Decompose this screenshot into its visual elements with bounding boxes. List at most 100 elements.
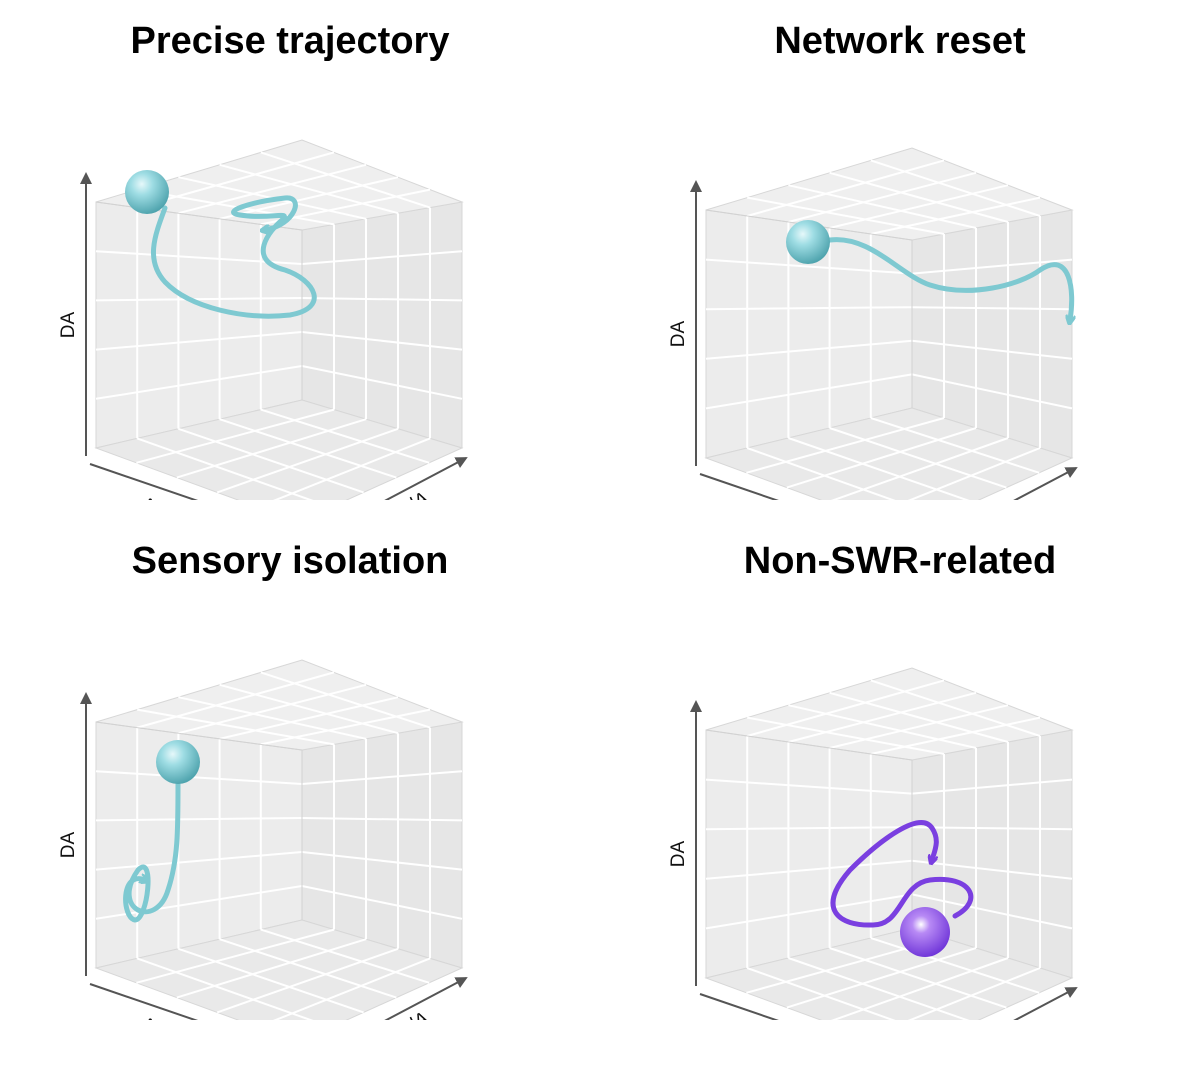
grid-line bbox=[746, 967, 896, 1020]
grid-line bbox=[95, 297, 303, 302]
grid-line bbox=[705, 258, 913, 275]
grid-line bbox=[911, 373, 1073, 410]
grid-line bbox=[788, 691, 977, 743]
grid-line bbox=[95, 365, 303, 400]
z-axis-label: NA bbox=[399, 1008, 432, 1020]
grid-line bbox=[870, 679, 1041, 737]
grid-line bbox=[260, 928, 430, 984]
state-space-cube: DAACh / 5-HTNA bbox=[668, 667, 1078, 1020]
panel-network-reset: Network reset DAACh / 5-HTNA bbox=[640, 20, 1160, 500]
grid-line bbox=[747, 716, 945, 755]
grid-line bbox=[830, 437, 1009, 500]
grid-line bbox=[747, 196, 945, 235]
grid-line bbox=[911, 893, 1073, 930]
grid-line bbox=[219, 163, 399, 215]
grid-line bbox=[829, 184, 1009, 229]
grid-line bbox=[178, 696, 367, 740]
grid-line bbox=[95, 851, 303, 871]
grid-line bbox=[301, 770, 463, 785]
trajectory-path bbox=[150, 195, 317, 319]
grid-line bbox=[137, 708, 335, 746]
grid-line bbox=[176, 938, 367, 999]
x-axis-arrow bbox=[89, 463, 199, 500]
x-axis-arrow bbox=[89, 983, 199, 1020]
grid-line bbox=[911, 859, 1073, 880]
grid-line bbox=[870, 716, 1041, 755]
grid-line bbox=[136, 408, 335, 464]
grid-line bbox=[260, 151, 431, 209]
trajectory-path bbox=[123, 781, 181, 923]
z-axis-arrow bbox=[1013, 467, 1078, 500]
grid-line bbox=[705, 373, 913, 410]
grid-line bbox=[829, 704, 1009, 749]
grid-line bbox=[219, 696, 399, 740]
panel-title: Precise trajectory bbox=[130, 20, 450, 62]
y-axis-label: DA bbox=[58, 311, 79, 338]
grid-line bbox=[219, 418, 397, 479]
y-axis-label: DA bbox=[668, 840, 689, 867]
grid-line bbox=[178, 947, 364, 1014]
grid-line bbox=[830, 957, 1009, 1020]
grid-line bbox=[95, 770, 303, 785]
z-axis-label: NA bbox=[1009, 498, 1042, 500]
grid-line bbox=[260, 708, 431, 746]
grid-line bbox=[136, 671, 335, 729]
grid-line bbox=[788, 704, 977, 749]
grid-line bbox=[870, 196, 1041, 235]
y-axis-label: DA bbox=[58, 831, 79, 858]
grid-line bbox=[788, 957, 970, 1020]
floor bbox=[704, 407, 1074, 500]
grid-line bbox=[788, 171, 977, 223]
grid-line bbox=[301, 250, 463, 265]
state-sphere bbox=[125, 170, 169, 214]
grid-line bbox=[746, 159, 945, 217]
x-axis-arrow bbox=[699, 993, 779, 1020]
z-axis-arrow bbox=[384, 457, 468, 500]
state-sphere bbox=[900, 907, 950, 957]
state-space-cube: DAACh / 5-HTNA bbox=[668, 147, 1078, 500]
grid-line bbox=[95, 331, 303, 351]
grid-line bbox=[216, 427, 399, 494]
grid-line bbox=[746, 679, 945, 737]
grid-line bbox=[301, 331, 463, 351]
grid-line bbox=[786, 427, 977, 489]
grid-line bbox=[219, 938, 397, 999]
grid-line bbox=[95, 817, 303, 822]
grid-line bbox=[870, 159, 1041, 217]
grid-line bbox=[301, 817, 463, 822]
trajectory-path bbox=[827, 237, 1072, 320]
trajectory-group bbox=[125, 170, 317, 319]
grid-line bbox=[705, 859, 913, 880]
grid-line bbox=[136, 437, 314, 500]
cube-edge bbox=[705, 729, 913, 761]
floor bbox=[704, 927, 1074, 1020]
grid-line bbox=[911, 778, 1073, 795]
grid-line bbox=[301, 851, 463, 871]
panel-title: Sensory isolation bbox=[131, 540, 449, 582]
grid-line bbox=[301, 365, 463, 400]
panel-precise-trajectory: Precise trajectory DAACh / 5-HTNA bbox=[30, 20, 550, 500]
grid-line bbox=[301, 297, 463, 302]
grid-line bbox=[907, 447, 1041, 500]
grid-line bbox=[178, 683, 367, 735]
grid-line bbox=[136, 928, 335, 984]
grid-line bbox=[788, 437, 970, 500]
trajectory-group bbox=[786, 220, 1072, 320]
grid-line bbox=[829, 947, 1007, 1009]
z-axis-label: NA bbox=[399, 488, 432, 500]
grid-line bbox=[705, 306, 913, 311]
grid-line bbox=[705, 893, 913, 930]
grid-line bbox=[301, 885, 463, 920]
grid-line bbox=[705, 778, 913, 795]
state-space-cube: DAACh / 5-HTNA bbox=[58, 659, 468, 1020]
grid-line bbox=[829, 691, 1009, 743]
grid-line bbox=[272, 957, 431, 1020]
grid-line bbox=[178, 427, 364, 494]
z-axis-arrow bbox=[384, 977, 468, 1020]
trajectory-group bbox=[123, 740, 200, 923]
panel-non-swr-related: Non-SWR-related DAACh / 5-HTNA bbox=[640, 540, 1160, 1020]
grid-line bbox=[911, 306, 1073, 311]
grid-line bbox=[911, 339, 1073, 360]
grid-line bbox=[272, 437, 431, 500]
grid-line bbox=[829, 427, 1007, 489]
